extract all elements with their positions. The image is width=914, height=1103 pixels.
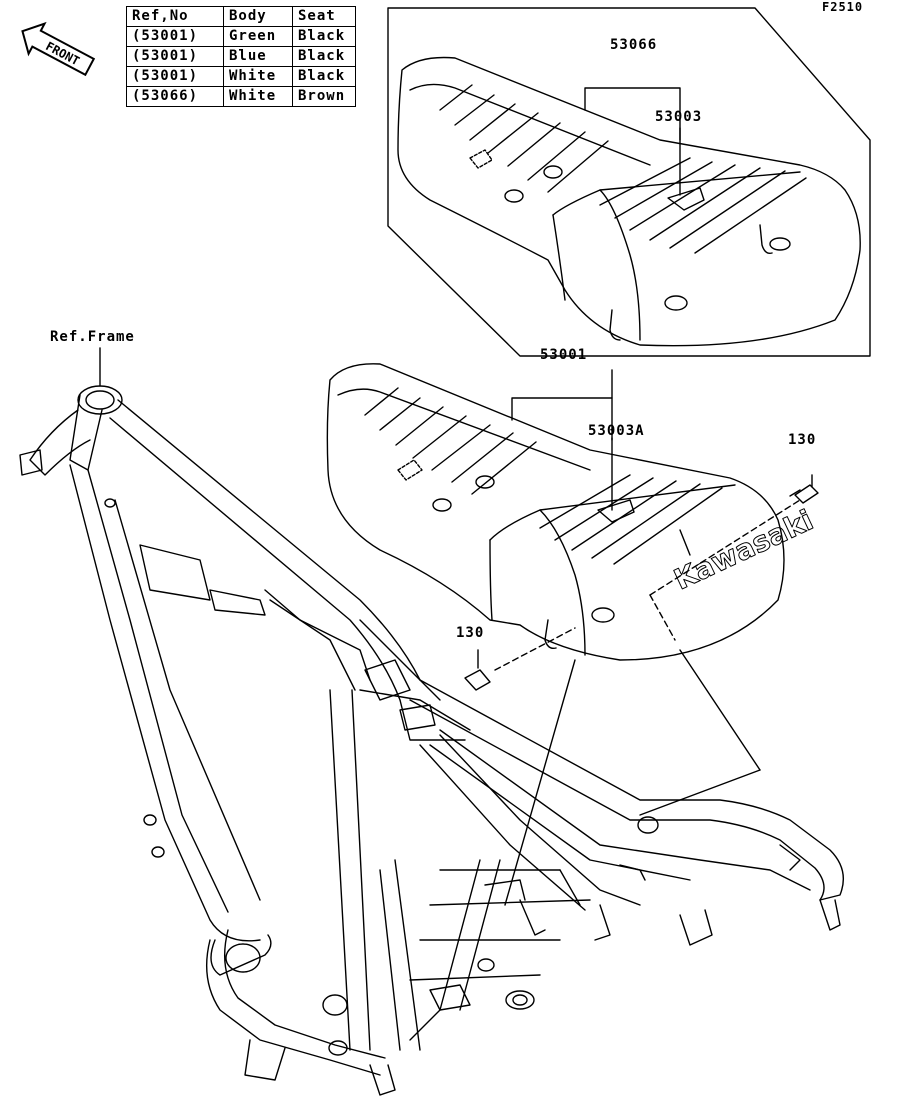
part-label-53003a: 53003A [588,423,645,439]
bolt-left [464,649,491,691]
front-arrow-icon: FRONT [21,21,96,77]
frame [19,385,844,1096]
leader-53066 [584,87,681,141]
lower-seat: Kawasaki [326,363,819,661]
leader-53001 [511,397,613,441]
dashed-connectors [494,499,801,671]
table-row: (53001) White Black [126,66,356,87]
frame-reference-label: Ref.Frame [50,329,135,345]
bolt-right [789,474,819,504]
reference-table: Ref,No Body Seat (53001) Green Black (53… [126,6,356,107]
cell-ref-no: (53066) [126,86,224,107]
part-label-53003: 53003 [655,109,703,125]
part-label-53066: 53066 [610,37,658,53]
table-row: (53066) White Brown [126,86,356,107]
part-label-53001: 53001 [540,347,588,363]
upper-seat [397,56,861,347]
leader-seat-frame [504,659,576,906]
cell-ref-no: (53001) [126,66,224,87]
figure-code: F2510 [822,0,864,14]
kawasaki-logo: Kawasaki [669,503,818,596]
cell-seat: Brown [292,86,356,107]
table-row: (53001) Green Black [126,26,356,47]
cell-seat: Black [292,26,356,47]
inset-box [387,7,871,357]
cell-body: Green [223,26,293,47]
cell-seat: Black [292,46,356,67]
part-label-130-right: 130 [788,432,817,448]
part-label-130-left: 130 [456,625,485,641]
leader-seat-frame-2 [679,649,761,771]
